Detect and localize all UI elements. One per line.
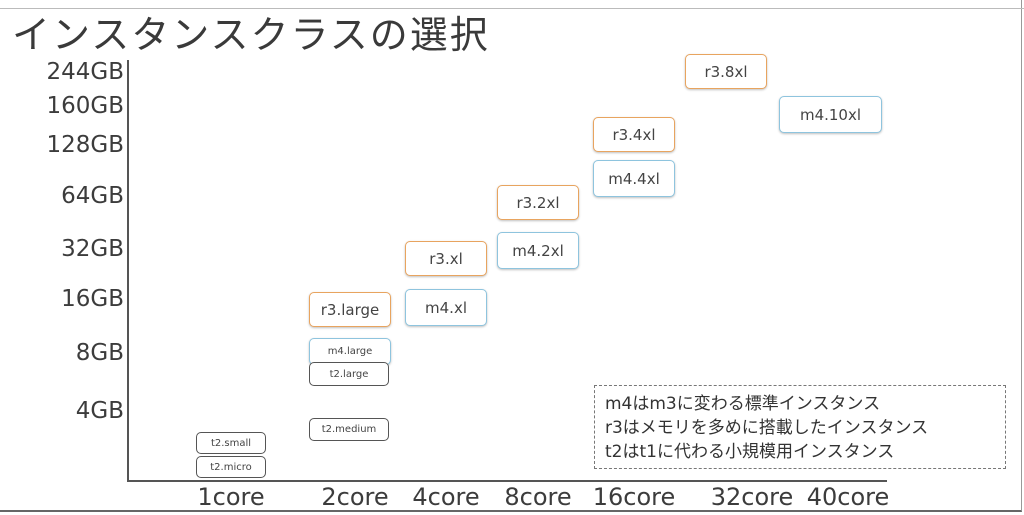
legend-line-m4: m4はm3に変わる標準インスタンス: [605, 394, 881, 414]
legend-line-t2: t2はt1に代わる小規模用インスタンス: [605, 442, 895, 462]
instance-box-r3-4xl: r3.4xl: [593, 117, 675, 152]
instance-box-t2-medium: t2.medium: [309, 418, 389, 441]
y-tick-label: 244GB: [46, 59, 124, 85]
title-divider: [0, 8, 1024, 9]
y-tick-label: 32GB: [61, 236, 124, 262]
y-tick-label: 8GB: [75, 340, 124, 366]
x-tick-label: 40core: [806, 483, 890, 511]
instance-box-m4-xl: m4.xl: [405, 289, 487, 326]
x-tick-label: 2core: [321, 483, 389, 511]
instance-box-m4-10xl: m4.10xl: [779, 96, 882, 133]
x-axis-line: [127, 480, 887, 482]
chart-title: インスタンスクラスの選択: [12, 13, 490, 57]
x-tick-label: 4core: [412, 483, 480, 511]
instance-box-m4-2xl: m4.2xl: [497, 232, 579, 269]
x-tick-label: 16core: [592, 483, 676, 511]
legend-box: m4はm3に変わる標準インスタンス r3はメモリを多めに搭載したインスタンス t…: [594, 385, 1006, 469]
y-tick-label: 4GB: [75, 398, 124, 424]
instance-box-t2-large: t2.large: [309, 362, 389, 386]
y-axis-line: [127, 60, 129, 482]
instance-box-t2-micro: t2.micro: [196, 456, 266, 478]
x-tick-label: 1core: [197, 483, 265, 511]
x-tick-label: 32core: [710, 483, 794, 511]
instance-box-m4-4xl: m4.4xl: [593, 160, 675, 197]
instance-box-r3-xl: r3.xl: [405, 241, 487, 276]
x-tick-label: 8core: [504, 483, 572, 511]
y-tick-label: 128GB: [46, 132, 124, 158]
y-tick-label: 16GB: [61, 286, 124, 312]
instance-box-t2-small: t2.small: [196, 432, 266, 454]
legend-line-r3: r3はメモリを多めに搭載したインスタンス: [605, 418, 929, 438]
y-tick-label: 64GB: [61, 183, 124, 209]
instance-box-r3-2xl: r3.2xl: [497, 185, 579, 220]
instance-box-r3-large: r3.large: [309, 292, 391, 327]
y-tick-label: 160GB: [46, 93, 124, 119]
instance-box-r3-8xl: r3.8xl: [685, 54, 767, 89]
instance-box-m4-large: m4.large: [309, 338, 391, 365]
